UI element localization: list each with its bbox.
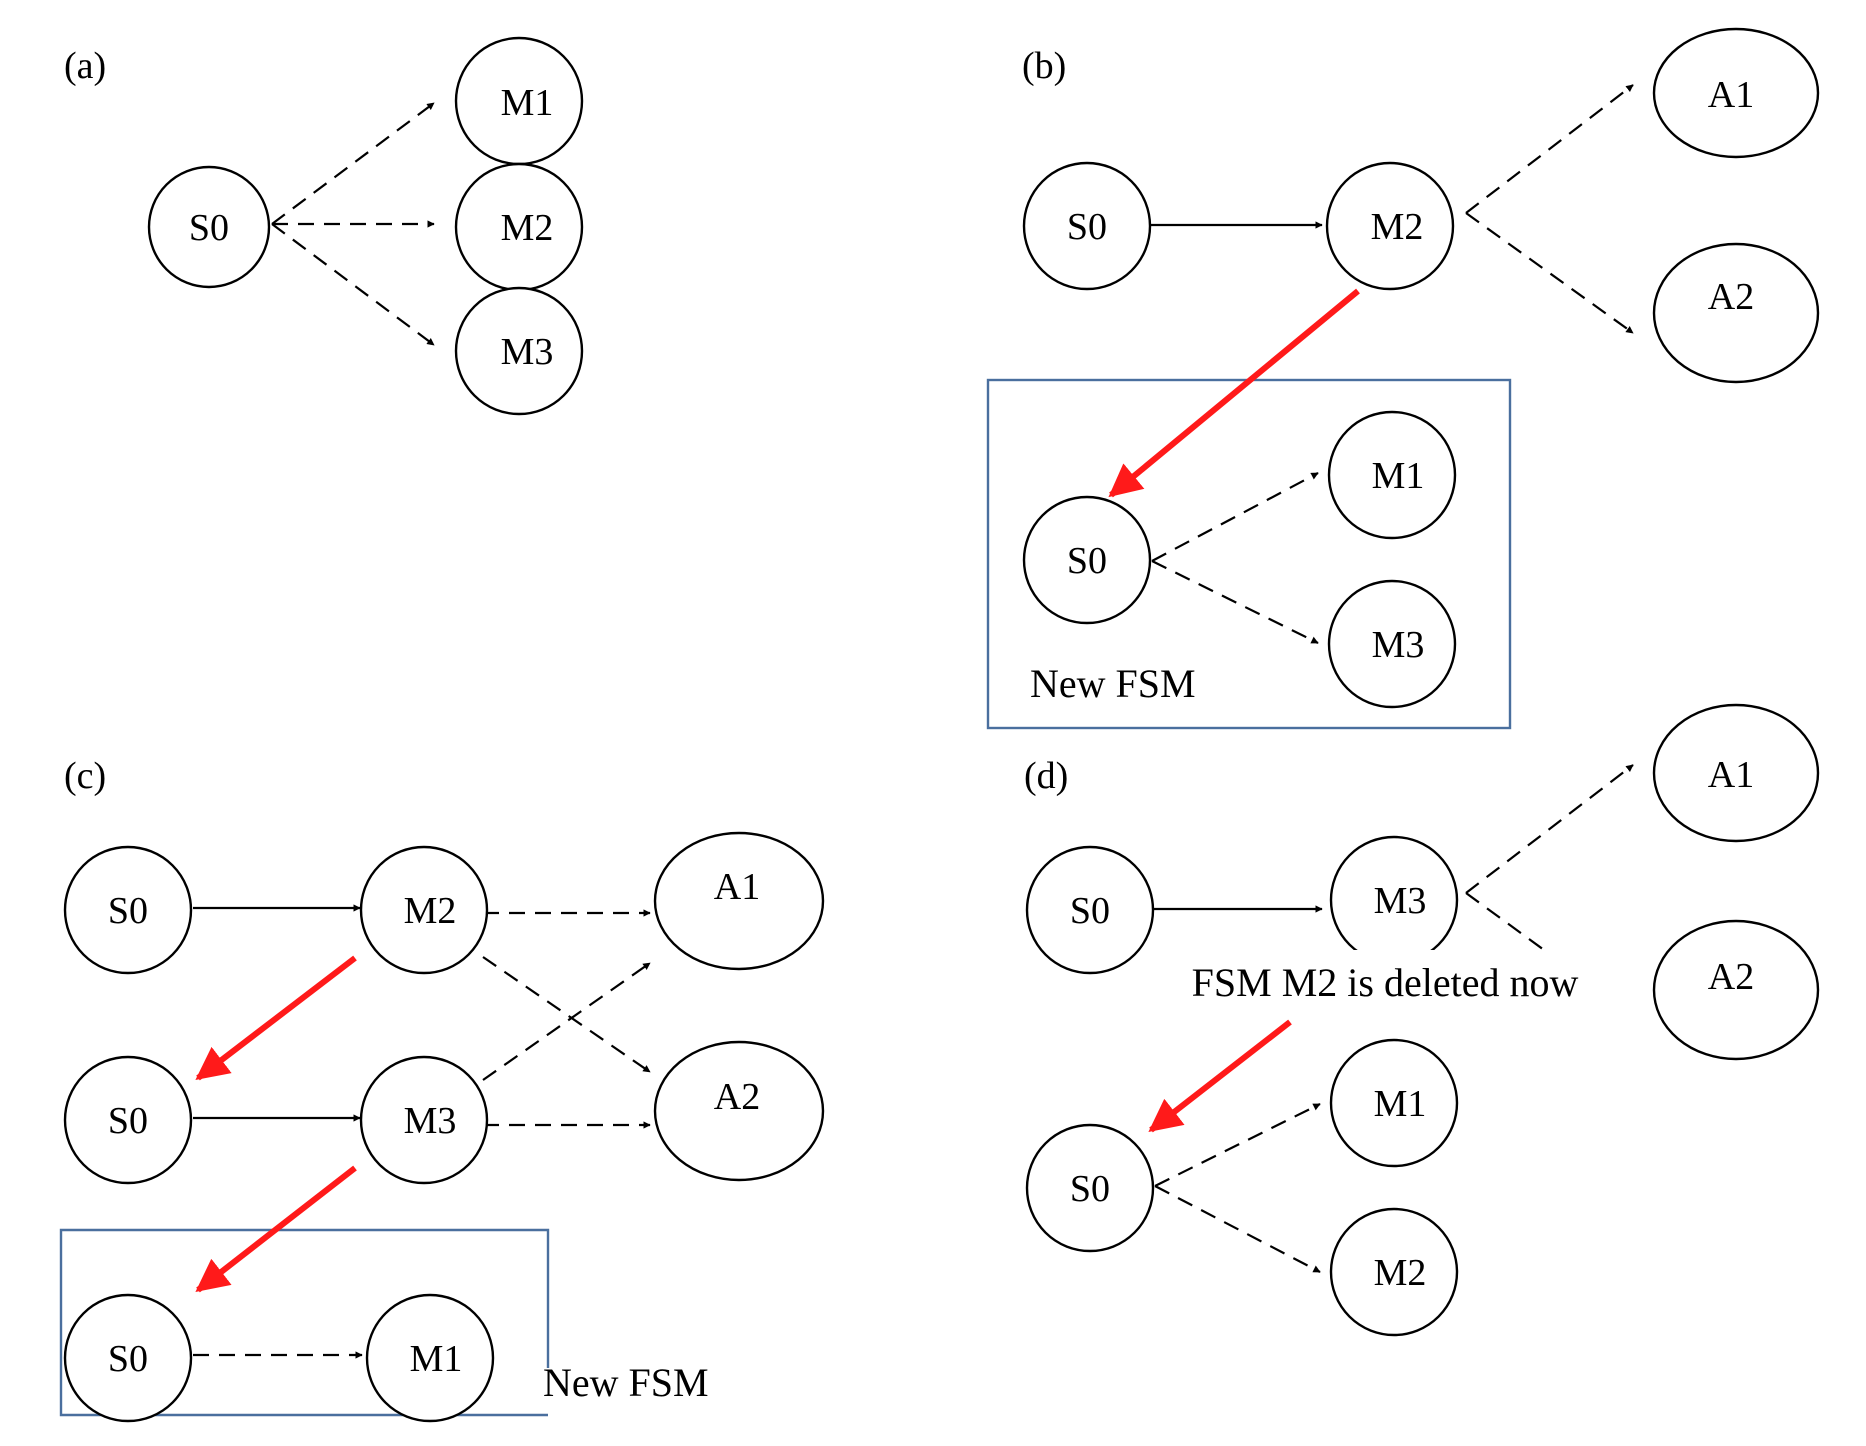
node-new-m1: M1 [1327, 410, 1457, 540]
node-m1: M1 [454, 36, 584, 166]
panel-a-label: (a) [64, 45, 106, 87]
new-fsm-frame [59, 1228, 550, 1417]
node-a2-label: A2 [714, 1076, 760, 1118]
node-s0-label: S0 [1070, 890, 1110, 932]
node-a1: A1 [1652, 27, 1820, 159]
node-a1: A1 [653, 831, 825, 971]
panel-d-label: (d) [1024, 755, 1068, 797]
node-new-m2-label: M2 [1374, 1252, 1427, 1294]
node-new-m2: M2 [1329, 1207, 1459, 1337]
node-s0: S0 [147, 165, 271, 289]
transition-arrow-2 [195, 1165, 357, 1293]
edge-new-s0-m3 [1151, 560, 1319, 644]
edge-m2-a2 [1465, 212, 1634, 334]
node-m3-label: M3 [501, 331, 554, 373]
node-s0-3-label: S0 [108, 1338, 148, 1380]
node-new-s0-label: S0 [1067, 540, 1107, 582]
node-s0-2-label: S0 [108, 1100, 148, 1142]
node-new-m1-label: M1 [1372, 455, 1425, 497]
transition-arrow [1108, 288, 1360, 498]
panel-b: (b) S0 M2 A1 A2 S0 M1 [986, 27, 1820, 730]
node-m3-label: M3 [1374, 880, 1427, 922]
node-m1-label: M1 [501, 82, 554, 124]
node-m2-label: M2 [501, 207, 554, 249]
panel-a: (a) S0 M1 M2 M3 [64, 36, 584, 416]
node-new-m3-label: M3 [1372, 624, 1425, 666]
node-m2-label: M2 [404, 890, 457, 932]
node-a2-label: A2 [1708, 276, 1754, 318]
node-s0-3: S0 [63, 1293, 193, 1423]
node-new-s0: S0 [1022, 495, 1152, 625]
edge-m3-a2-stub [1465, 892, 1556, 959]
node-s0-label: S0 [1067, 206, 1107, 248]
node-a1: A1 [1652, 703, 1820, 843]
caption-background [1150, 950, 1620, 1006]
edge-m2-a1 [1465, 84, 1634, 214]
panel-c: (c) S0 M2 A1 S0 M3 [59, 755, 825, 1423]
node-a2: A2 [1652, 919, 1820, 1061]
node-new-s0: S0 [1025, 1123, 1155, 1253]
node-a1-label: A1 [1708, 754, 1754, 796]
node-s0-label: S0 [189, 207, 229, 249]
node-m2: M2 [454, 162, 584, 292]
node-m3: M3 [1329, 835, 1459, 965]
edge-s0-m3 [271, 223, 435, 346]
edge-s0-m1 [271, 102, 435, 225]
node-m1: M1 [365, 1293, 495, 1423]
edge-m3-a1 [482, 962, 651, 1081]
new-fsm-caption: New FSM [1030, 661, 1196, 706]
new-fsm-caption: New FSM [543, 1360, 709, 1405]
node-s0: S0 [1025, 845, 1155, 975]
edge-new-s0-m2 [1154, 1185, 1321, 1273]
edge-m3-a1 [1465, 764, 1634, 894]
node-new-s0-label: S0 [1070, 1168, 1110, 1210]
node-m2: M2 [1325, 161, 1455, 291]
node-m2: M2 [359, 845, 489, 975]
node-m1-label: M1 [410, 1338, 463, 1380]
node-a1-label: A1 [1708, 74, 1754, 116]
panel-c-label: (c) [64, 755, 106, 797]
node-s0-1-label: S0 [108, 890, 148, 932]
node-s0-1: S0 [63, 845, 193, 975]
transition-arrow [1148, 1019, 1292, 1133]
node-m3: M3 [454, 286, 584, 416]
node-new-m3: M3 [1327, 579, 1457, 709]
node-m3: M3 [359, 1055, 489, 1185]
node-s0-2: S0 [63, 1055, 193, 1185]
node-a2: A2 [1652, 242, 1820, 384]
node-s0: S0 [1022, 161, 1152, 291]
node-a2-label: A2 [1708, 956, 1754, 998]
deleted-caption: FSM M2 is deleted now [1192, 960, 1579, 1005]
node-m2-label: M2 [1371, 206, 1424, 248]
panel-d: (d) S0 M3 A1 A2 FSM M2 is deleted now S0 [1024, 703, 1820, 1337]
edge-new-s0-m1 [1154, 1103, 1321, 1187]
node-a2: A2 [653, 1040, 825, 1182]
node-new-m1: M1 [1329, 1038, 1459, 1168]
transition-arrow-1 [195, 955, 357, 1081]
edge-m2-a2 [482, 956, 651, 1073]
node-a1-label: A1 [714, 866, 760, 908]
edge-new-s0-m1 [1151, 472, 1319, 562]
node-m3-label: M3 [404, 1100, 457, 1142]
panel-b-label: (b) [1022, 45, 1066, 87]
node-new-m1-label: M1 [1374, 1083, 1427, 1125]
